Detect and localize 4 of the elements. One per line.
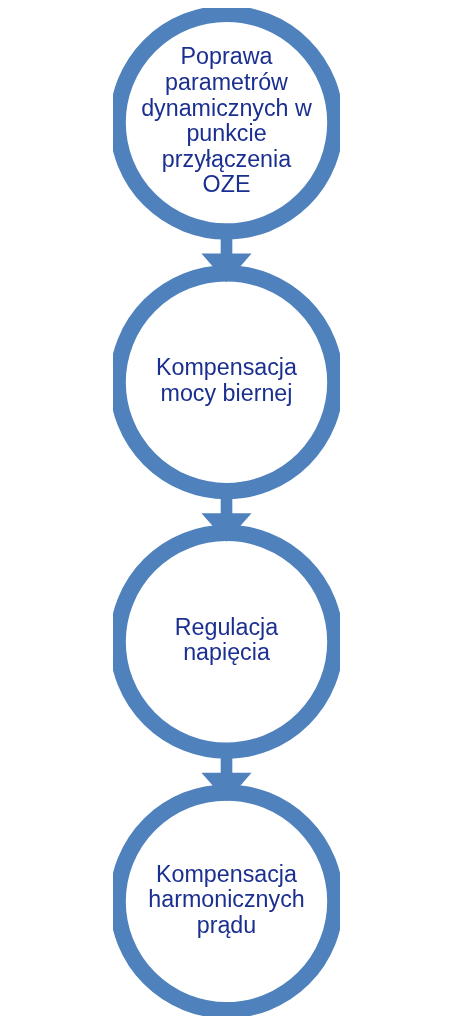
node-circle: Regulacja napięcia [112, 524, 340, 759]
node-circle: Kompensacja harmonicznych prądu [112, 784, 340, 1016]
node-circle: Kompensacja mocy biernej [112, 265, 340, 500]
node-circle: Poprawa parametrów dynamicznych w punkcie przyłączenia OZE [112, 8, 340, 240]
